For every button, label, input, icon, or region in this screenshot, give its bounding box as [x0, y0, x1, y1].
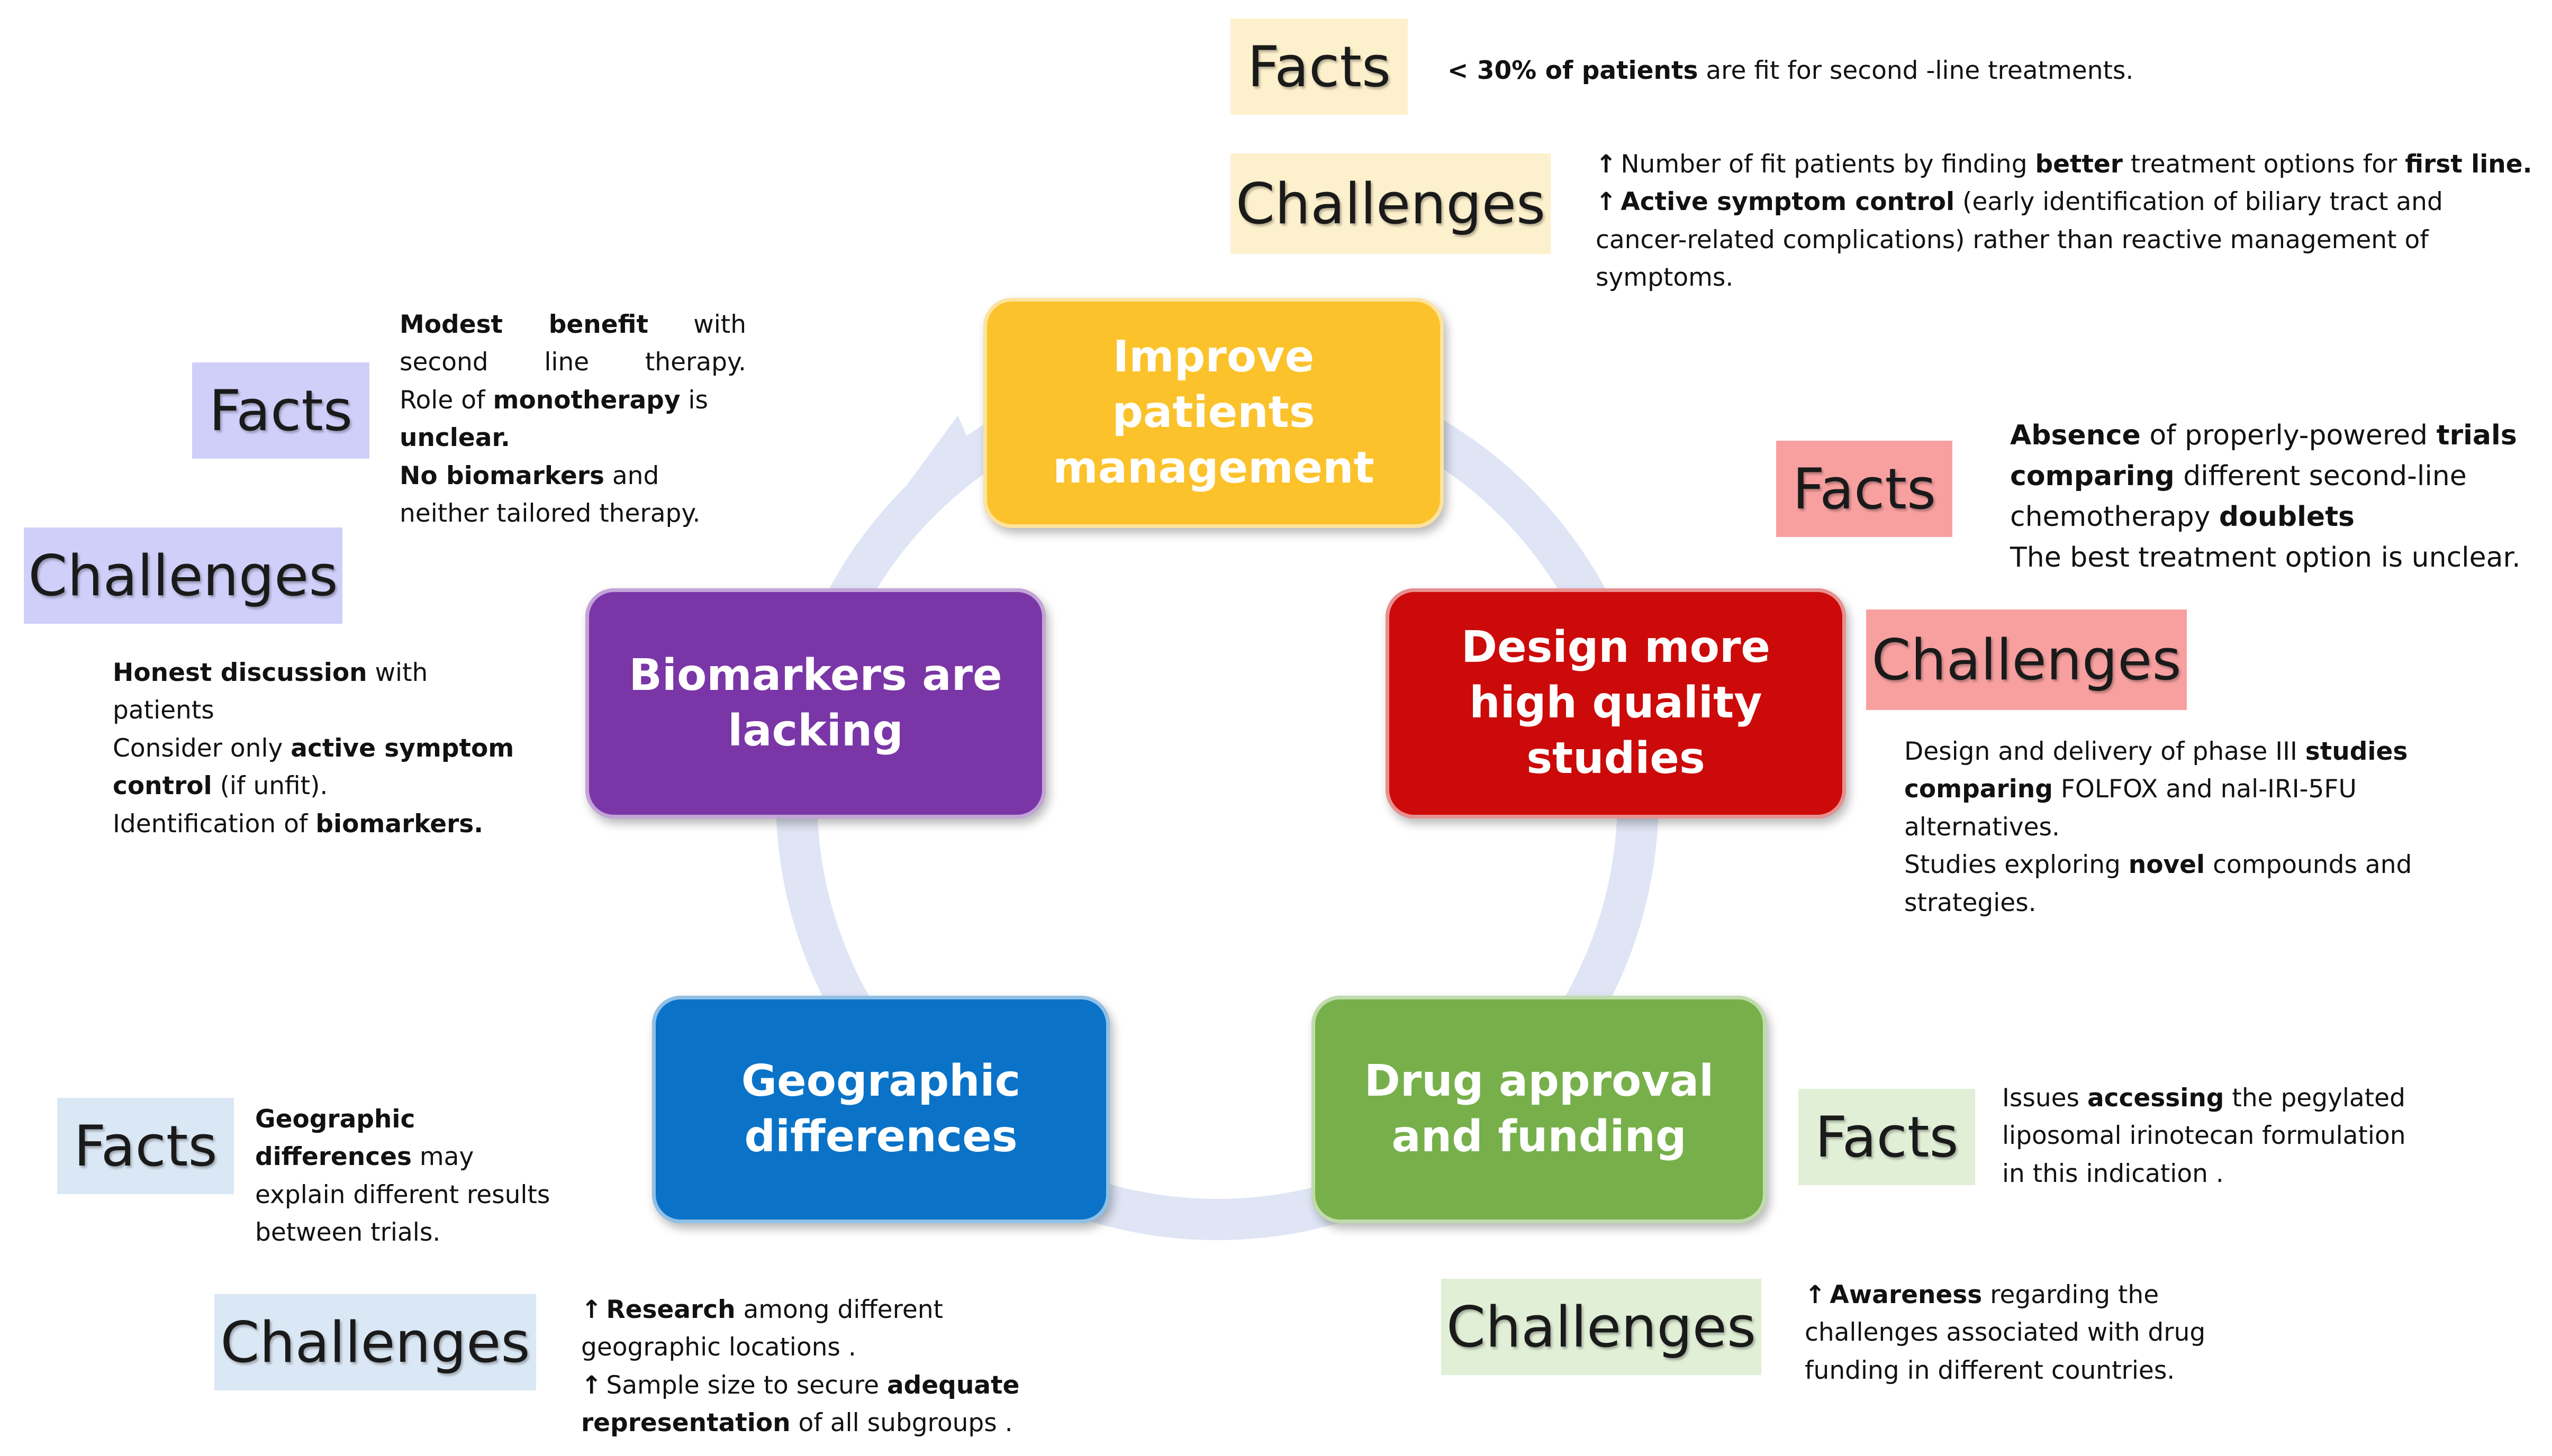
geo-challenges-text: ↑Research among different geographic loc… — [581, 1291, 1026, 1442]
biomarkers-challenges-text: Honest discussion with patients Consider… — [113, 658, 514, 839]
up-arrow-icon: ↑ — [581, 1370, 602, 1400]
challenges-label-improve: Challenges — [1230, 153, 1551, 254]
node-label: Geographic differences — [741, 1056, 1021, 1162]
facts-label-design: Facts — [1776, 441, 1952, 537]
geo-challenge-1: ↑Research among different geographic loc… — [581, 1295, 943, 1362]
design-challenges-text: Design and delivery of phase III studies… — [1904, 737, 2412, 917]
up-arrow-icon: ↑ — [581, 1295, 602, 1324]
node-label: Improve patients management — [1053, 332, 1374, 493]
improve-challenge-1: ↑Number of fit patients by finding bette… — [1596, 150, 2532, 179]
up-arrow-icon: ↑ — [1805, 1280, 1826, 1309]
node-label: Biomarkers are lacking — [629, 650, 1002, 756]
node-label: Drug approval and funding — [1364, 1056, 1714, 1162]
challenges-label-design: Challenges — [1866, 609, 2187, 710]
up-arrow-icon: ↑ — [1596, 187, 1617, 217]
improve-facts-text: < 30% of patients are fit for second -li… — [1447, 56, 2134, 85]
drug-facts-text: Issues accessing the pegylated liposomal… — [2002, 1084, 2406, 1188]
node-drug-approval-funding: Drug approval and funding — [1311, 996, 1767, 1223]
challenges-label-geo: Challenges — [214, 1294, 536, 1390]
facts-label-biomarkers: Facts — [192, 362, 369, 459]
node-improve-patients-management: Improve patients management — [983, 298, 1444, 528]
node-label: Design more high quality studies — [1461, 622, 1771, 784]
geo-challenge-2: ↑Sample size to secure adequate represen… — [581, 1370, 1020, 1438]
up-arrow-icon: ↑ — [1596, 150, 1617, 179]
design-facts-text: Absence of properly-powered trials compa… — [2010, 420, 2521, 574]
facts-label-drug: Facts — [1798, 1089, 1975, 1185]
node-geographic-differences: Geographic differences — [652, 996, 1110, 1223]
improve-challenges-text: ↑Number of fit patients by finding bette… — [1596, 145, 2538, 297]
facts-label-geo: Facts — [57, 1098, 234, 1194]
node-biomarkers-lacking: Biomarkers are lacking — [585, 588, 1046, 818]
biomarkers-facts-text: Modest benefit with second line therapy.… — [400, 310, 747, 529]
challenges-label-biomarkers: Challenges — [24, 527, 342, 624]
challenges-label-drug: Challenges — [1441, 1279, 1761, 1375]
node-design-studies: Design more high quality studies — [1386, 588, 1846, 818]
facts-label-improve: Facts — [1230, 19, 1408, 115]
geo-facts-text: Geographic differences may explain diffe… — [255, 1105, 550, 1248]
ring-arrowhead — [900, 415, 979, 495]
improve-challenge-2: ↑Active symptom control (early identific… — [1596, 187, 2443, 293]
drug-challenges-text: ↑Awareness regarding the challenges asso… — [1805, 1280, 2206, 1385]
